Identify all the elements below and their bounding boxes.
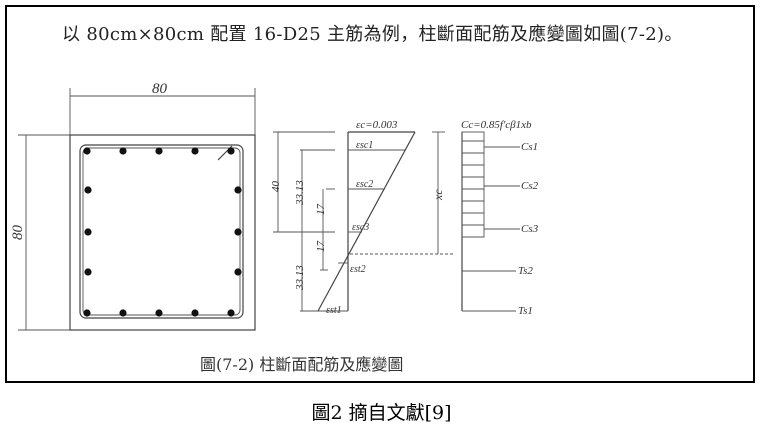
strain-label-esc1: εsc1 [356,140,373,151]
rebar [84,228,92,236]
rebar [227,309,235,317]
cc-label: Cc=0.85f'cβ1xb [461,119,532,131]
strain-diagram: 40 33.13 17 17 33.13 εc=0.003 εsc1 εsc2 … [270,119,455,316]
rebar [83,147,91,155]
xc-label: xc [431,189,445,201]
rebar [191,309,199,317]
stirrup [79,144,244,319]
figure-caption: 圖2 摘自文獻[9] [311,402,452,424]
dim-17-top: 17 [315,204,327,216]
force-diagram: xc Cc=0.85f'cβ1xb Cs1 Cs2 Cs3 Ts2 Ts1 [431,119,539,317]
rebar [84,186,92,194]
rebar [83,309,91,317]
force-label-cs2: Cs2 [521,180,539,192]
section-width-label: 80 [152,81,168,97]
section-height-label: 80 [10,225,26,241]
rebar-group [83,147,242,317]
rebar [84,268,92,276]
heading-text: 以 80cm×80cm 配置 16-D25 主筋為例，柱斷面配筋及應變圖如圖(7… [62,24,683,45]
rebar [119,309,127,317]
dim-33-13-top: 33.13 [294,180,306,206]
strain-label-est2: εst2 [350,264,366,275]
section-height-dimension: 80 [10,134,70,331]
rebar [119,147,127,155]
strain-top-label: εc=0.003 [356,119,398,131]
rebar [234,186,242,194]
dim-40: 40 [270,181,282,193]
rebar [155,147,163,155]
force-label-cs3: Cs3 [521,223,539,235]
force-label-ts1: Ts1 [518,305,533,317]
section-width-dimension: 80 [69,81,256,135]
rebar [234,228,242,236]
rebar [234,268,242,276]
figure-frame [5,5,755,383]
dim-33-13-bottom: 33.13 [294,265,306,291]
column-outline [69,134,256,331]
strain-label-esc2: εsc2 [356,179,373,190]
figure-inner-caption: 圖(7-2) 柱斷面配筋及應變圖 [200,355,403,374]
force-label-cs1: Cs1 [521,141,538,153]
force-label-ts2: Ts2 [518,265,533,277]
strain-label-est1: εst1 [326,305,342,316]
dim-17-bottom: 17 [315,241,327,253]
stirrup-inner [82,147,241,316]
strain-label-esc3: εsc3 [352,222,369,233]
rebar [227,147,235,155]
rebar [155,309,163,317]
rebar [191,147,199,155]
